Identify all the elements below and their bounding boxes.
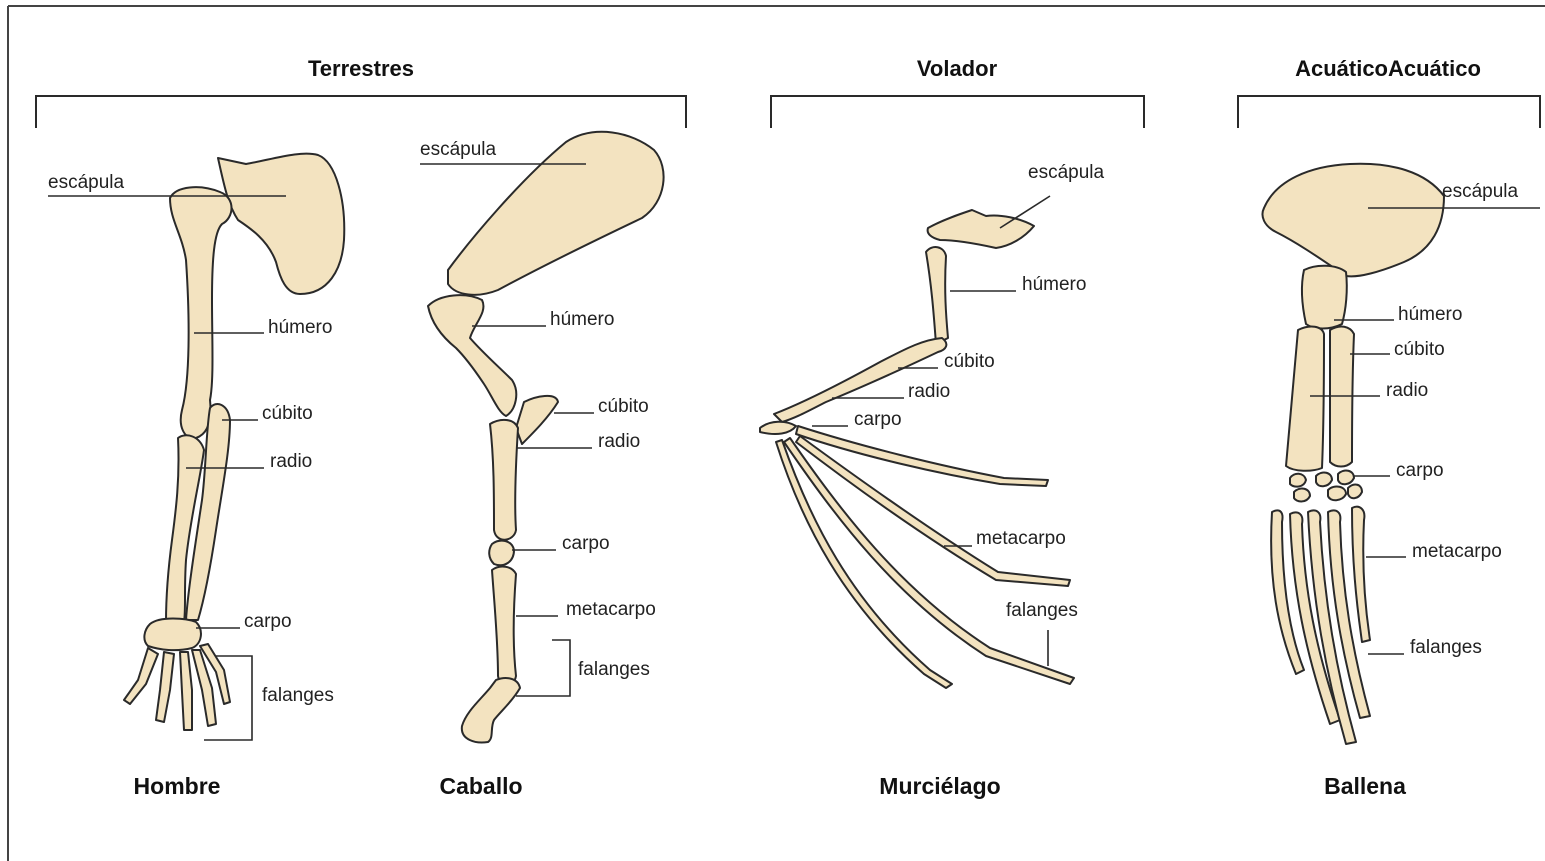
bat-label-carpus: carpo <box>854 409 902 430</box>
bat-digit-5 <box>776 440 952 688</box>
bat-name: Murciélago <box>879 773 1000 799</box>
bat-label-phalanges: falanges <box>1006 600 1078 621</box>
whale-label-ulna: cúbito <box>1394 339 1445 360</box>
human-limb: escápula húmero cúbito radio carpo falan… <box>48 154 344 799</box>
horse-humerus <box>428 295 516 416</box>
horse-label-humerus: húmero <box>550 309 614 330</box>
whale-scapula <box>1263 164 1445 277</box>
horse-metacarpus <box>492 567 516 685</box>
horse-label-metacarpus: metacarpo <box>566 599 656 620</box>
horse-carpus <box>489 541 514 566</box>
bat-digit-4 <box>784 438 1074 684</box>
horse-name: Caballo <box>439 773 522 799</box>
horse-label-carpus: carpo <box>562 533 610 554</box>
human-label-scapula: escápula <box>48 172 124 193</box>
bat-label-radius: radio <box>908 381 950 402</box>
bat-label-humerus: húmero <box>1022 274 1086 295</box>
group-title-aquatic: AcuáticoAcuático <box>1295 56 1481 81</box>
bracket-aquatic <box>1238 96 1540 128</box>
human-label-carpus: carpo <box>244 611 292 632</box>
whale-label-radius: radio <box>1386 380 1428 401</box>
whale-carpus <box>1290 471 1362 502</box>
horse-label-radius: radio <box>598 431 640 452</box>
human-label-radius: radio <box>270 451 312 472</box>
whale-label-metacarpus: metacarpo <box>1412 541 1502 562</box>
whale-label-phalanges: falanges <box>1410 637 1482 658</box>
human-phalanges <box>124 644 230 730</box>
bat-digit-2 <box>796 426 1048 486</box>
whale-humerus <box>1302 266 1347 329</box>
horse-limb: escápula húmero cúbito radio carpo metac… <box>420 132 664 799</box>
whale-label-humerus: húmero <box>1398 304 1462 325</box>
horse-label-scapula: escápula <box>420 139 496 160</box>
human-carpus <box>144 619 201 651</box>
whale-label-scapula: escápula <box>1442 181 1518 202</box>
horse-ulna <box>516 396 558 444</box>
whale-radius <box>1286 327 1324 471</box>
human-label-phalanges: falanges <box>262 685 334 706</box>
horse-label-ulna: cúbito <box>598 396 649 417</box>
human-name: Hombre <box>134 773 221 799</box>
horse-label-phalanges: falanges <box>578 659 650 680</box>
human-scapula <box>218 154 344 294</box>
group-title-flying: Volador <box>917 56 998 81</box>
bracket-terrestrial <box>36 96 686 128</box>
bat-label-metacarpus: metacarpo <box>976 528 1066 549</box>
whale-digit-5 <box>1352 507 1370 642</box>
horse-phalanges <box>462 678 520 742</box>
human-label-ulna: cúbito <box>262 403 313 424</box>
bat-label-scapula: escápula <box>1028 162 1104 183</box>
bat-carpus <box>760 422 796 434</box>
human-label-humerus: húmero <box>268 317 332 338</box>
bracket-flying <box>771 96 1144 128</box>
horse-radius <box>490 420 518 540</box>
whale-name: Ballena <box>1324 773 1406 799</box>
group-title-terrestrial: Terrestres <box>308 56 414 81</box>
whale-label-carpus: carpo <box>1396 460 1444 481</box>
whale-limb: escápula húmero cúbito radio carpo metac… <box>1263 164 1541 799</box>
bat-limb: escápula húmero cúbito radio carpo metac… <box>760 162 1104 799</box>
human-humerus <box>170 187 232 438</box>
bat-humerus <box>926 247 948 344</box>
bat-label-ulna: cúbito <box>944 351 995 372</box>
